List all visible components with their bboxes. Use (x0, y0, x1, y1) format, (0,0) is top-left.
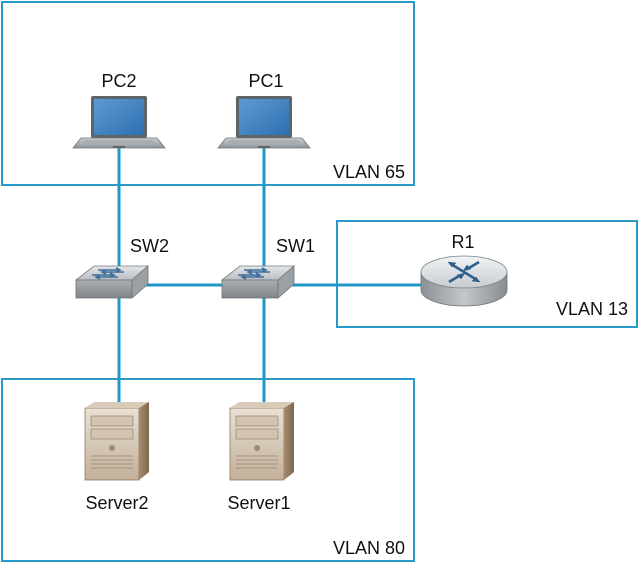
laptop-icon-pc2[interactable] (72, 95, 166, 149)
zone-vlan80-box (1, 378, 415, 562)
zone-label-vlan65: VLAN 65 (333, 162, 405, 182)
server-icon-server2[interactable] (84, 401, 150, 481)
device-label-sw1: SW1 (276, 236, 315, 256)
laptop-icon-pc1[interactable] (217, 95, 311, 149)
zone-label-vlan80: VLAN 80 (333, 538, 405, 558)
router-icon-r1[interactable] (419, 254, 509, 308)
server-icon-server1[interactable] (229, 401, 295, 481)
device-label-r1: R1 (451, 232, 474, 252)
device-label-pc1: PC1 (248, 71, 283, 91)
device-label-pc2: PC2 (101, 71, 136, 91)
device-label-server1: Server1 (227, 493, 290, 513)
device-label-sw2: SW2 (130, 236, 169, 256)
device-label-server2: Server2 (85, 493, 148, 513)
zone-vlan65-box (1, 1, 415, 186)
zone-label-vlan13: VLAN 13 (556, 299, 628, 319)
switch-icon-sw2[interactable] (75, 265, 149, 299)
zone-vlan13-box (336, 220, 638, 328)
switch-icon-sw1[interactable] (221, 265, 295, 299)
